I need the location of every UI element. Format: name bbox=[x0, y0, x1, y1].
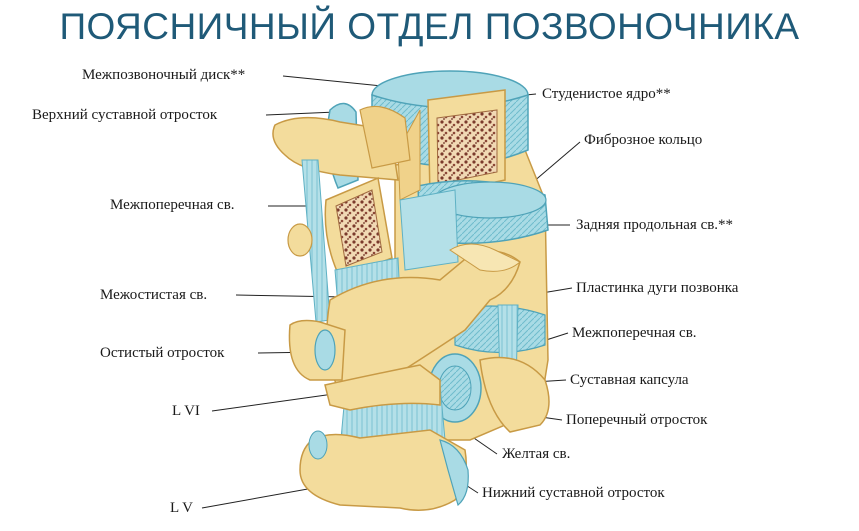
label-inferior-articular-process: Нижний суставной отросток bbox=[482, 485, 665, 501]
posterior-longitudinal-lig bbox=[399, 189, 459, 271]
leader-superior-articular bbox=[265, 111, 337, 116]
vertebral-bodies bbox=[371, 70, 549, 441]
transverse-process-cut bbox=[324, 176, 393, 279]
label-joint-capsule: Суставная капсула bbox=[570, 372, 689, 388]
label-interspinous-lig: Межостистая св. bbox=[100, 287, 208, 303]
page-title: ПОЯСНИЧНЫЙ ОТДЕЛ ПОЗВОНОЧНИКА bbox=[59, 6, 800, 47]
label-ligamentum-flavum: Желтая св. bbox=[502, 446, 571, 462]
vertebra-lvi bbox=[324, 364, 441, 411]
label-intertransverse-lig-left: Межпоперечная св. bbox=[110, 197, 235, 213]
label-nucleus-pulposus: Студенистое ядро** bbox=[542, 86, 671, 102]
label-transverse-process: Поперечный отросток bbox=[566, 412, 708, 428]
cancellous-bone bbox=[436, 109, 498, 185]
transverse-process-right bbox=[479, 356, 550, 433]
leader-interspinous bbox=[235, 294, 347, 298]
label-intertransverse-lig-right: Межпоперечная св. bbox=[572, 325, 697, 341]
label-intervertebral-disc: Межпозвоночный диск** bbox=[82, 67, 246, 83]
label-annulus-fibrosus: Фиброзное кольцо bbox=[584, 132, 703, 148]
label-lamina: Пластинка дуги позвонка bbox=[576, 280, 739, 296]
vertebra-lv bbox=[299, 429, 469, 511]
superior-articular-process bbox=[272, 102, 411, 189]
label-superior-articular-process: Верхний суставной отросток bbox=[32, 107, 218, 123]
label-spinous-process: Остистый отросток bbox=[100, 345, 225, 361]
label-posterior-longitudinal-lig: Задняя продольная св.** bbox=[576, 217, 734, 233]
label-l-v: L V bbox=[170, 500, 193, 516]
label-l-vi: L VI bbox=[172, 403, 200, 419]
